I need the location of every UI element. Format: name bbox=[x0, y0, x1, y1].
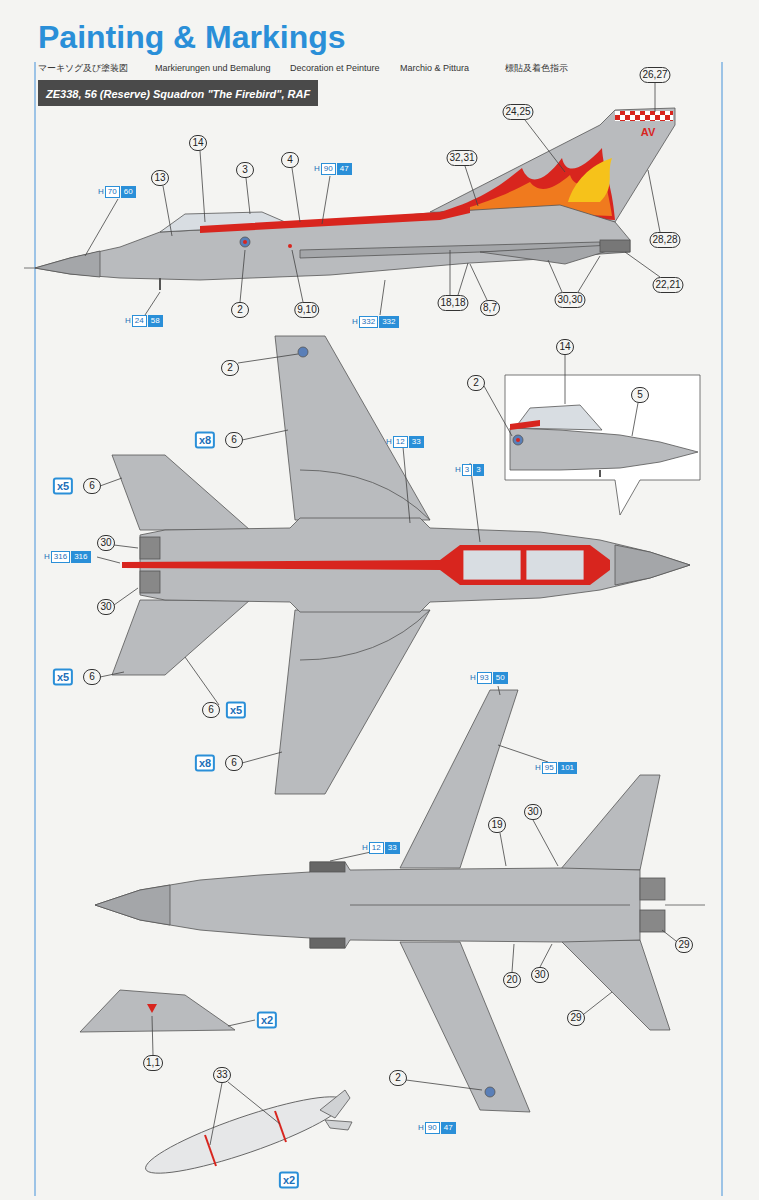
callout-number: 30 bbox=[97, 599, 115, 615]
callout-number: 6 bbox=[202, 702, 220, 718]
inset-view bbox=[505, 375, 700, 515]
callout-number: 22,21 bbox=[652, 277, 683, 293]
callout-number: 14 bbox=[189, 135, 207, 151]
callout-number: 9,10 bbox=[294, 302, 319, 318]
paint-code: 50 bbox=[493, 672, 508, 684]
language-heading: Markierungen und Bemalung bbox=[155, 64, 271, 73]
callout-number: 2 bbox=[231, 302, 249, 318]
callout-number: 2 bbox=[389, 1070, 407, 1086]
paint-code-prefix: H bbox=[470, 674, 476, 682]
paint-code: 332 bbox=[379, 316, 398, 328]
side-view bbox=[24, 108, 675, 290]
callout-number: 6 bbox=[83, 669, 101, 685]
language-heading: Decoration et Peinture bbox=[290, 64, 380, 73]
paint-code: 24 bbox=[132, 315, 147, 327]
quantity-mark: x8 bbox=[195, 755, 215, 772]
paint-code-prefix: H bbox=[418, 1124, 424, 1132]
paint-code: 12 bbox=[393, 436, 408, 448]
paint-code-prefix: H bbox=[455, 466, 461, 474]
callout-number: 26,27 bbox=[639, 67, 670, 83]
paint-code-prefix: H bbox=[535, 764, 541, 772]
paint-code: 47 bbox=[337, 163, 352, 175]
callout-number: 1,1 bbox=[143, 1055, 163, 1071]
callout-number: 28,28 bbox=[649, 232, 680, 248]
paint-code: 12 bbox=[369, 842, 384, 854]
callout-number: 20 bbox=[503, 972, 521, 988]
quantity-mark: x2 bbox=[279, 1172, 299, 1189]
quantity-mark: x5 bbox=[53, 669, 73, 686]
quantity-mark: x8 bbox=[195, 432, 215, 449]
callout-number: 3 bbox=[236, 162, 254, 178]
paint-code: 33 bbox=[385, 842, 400, 854]
quantity-mark: x2 bbox=[257, 1012, 277, 1029]
page-title: Painting & Markings bbox=[38, 20, 346, 55]
callout-number: 29 bbox=[675, 937, 693, 953]
paint-code-prefix: H bbox=[125, 317, 131, 325]
callout-number: 32,31 bbox=[446, 150, 477, 166]
callout-number: 30 bbox=[97, 535, 115, 551]
title-band: ZE338, 56 (Reserve) Squadron "The Firebi… bbox=[38, 80, 318, 106]
callout-number: 30,30 bbox=[554, 292, 585, 308]
callout-number: 30 bbox=[531, 967, 549, 983]
callout-number: 5 bbox=[631, 387, 649, 403]
paint-code-prefix: H bbox=[362, 844, 368, 852]
band-text: ZE338, 56 (Reserve) Squadron "The Firebi… bbox=[46, 88, 310, 100]
paint-code: 95 bbox=[542, 762, 557, 774]
paint-code-prefix: H bbox=[386, 438, 392, 446]
callout-number: 6 bbox=[225, 755, 243, 771]
leader-lines bbox=[85, 83, 676, 1145]
paint-code: 60 bbox=[121, 186, 136, 198]
page-frame bbox=[35, 62, 722, 1196]
callout-number: 13 bbox=[151, 170, 169, 186]
drop-tank bbox=[80, 990, 235, 1032]
callout-number: 2 bbox=[467, 375, 485, 391]
paint-code: 47 bbox=[441, 1122, 456, 1134]
paint-code: 58 bbox=[148, 315, 163, 327]
quantity-mark: x5 bbox=[53, 478, 73, 495]
callout-number: 6 bbox=[83, 478, 101, 494]
paint-code: 3 bbox=[473, 464, 483, 476]
callout-number: 2 bbox=[221, 360, 239, 376]
paint-code: 101 bbox=[558, 762, 577, 774]
callout-number: 4 bbox=[281, 152, 299, 168]
callout-number: 19 bbox=[488, 817, 506, 833]
paint-code: 33 bbox=[409, 436, 424, 448]
callout-number: 30 bbox=[524, 804, 542, 820]
bottom-view bbox=[95, 690, 705, 1112]
paint-code: 316 bbox=[51, 551, 70, 563]
callout-number: 14 bbox=[556, 339, 574, 355]
callout-number: 29 bbox=[567, 1010, 585, 1026]
paint-code-prefix: H bbox=[44, 553, 50, 561]
language-heading: マーキソグ及び塗装図 bbox=[38, 64, 128, 73]
missile bbox=[140, 1084, 352, 1186]
callout-number: 33 bbox=[213, 1067, 231, 1083]
paint-code: 90 bbox=[321, 163, 336, 175]
paint-code-prefix: H bbox=[98, 188, 104, 196]
paint-code: 316 bbox=[71, 551, 90, 563]
paint-code-prefix: H bbox=[352, 318, 358, 326]
quantity-mark: x5 bbox=[226, 702, 246, 719]
language-heading: 標貼及着色指示 bbox=[505, 64, 568, 73]
callout-number: 6 bbox=[225, 432, 243, 448]
paint-code-prefix: H bbox=[314, 165, 320, 173]
fin-code: AV bbox=[641, 127, 655, 138]
callout-number: 18,18 bbox=[437, 295, 468, 311]
paint-code: 332 bbox=[359, 316, 378, 328]
paint-code: 70 bbox=[105, 186, 120, 198]
callout-number: 8,7 bbox=[480, 300, 500, 316]
paint-code: 3 bbox=[462, 464, 472, 476]
paint-code: 90 bbox=[425, 1122, 440, 1134]
callout-number: 24,25 bbox=[502, 104, 533, 120]
paint-code: 93 bbox=[477, 672, 492, 684]
language-heading: Marchio & Pittura bbox=[400, 64, 469, 73]
